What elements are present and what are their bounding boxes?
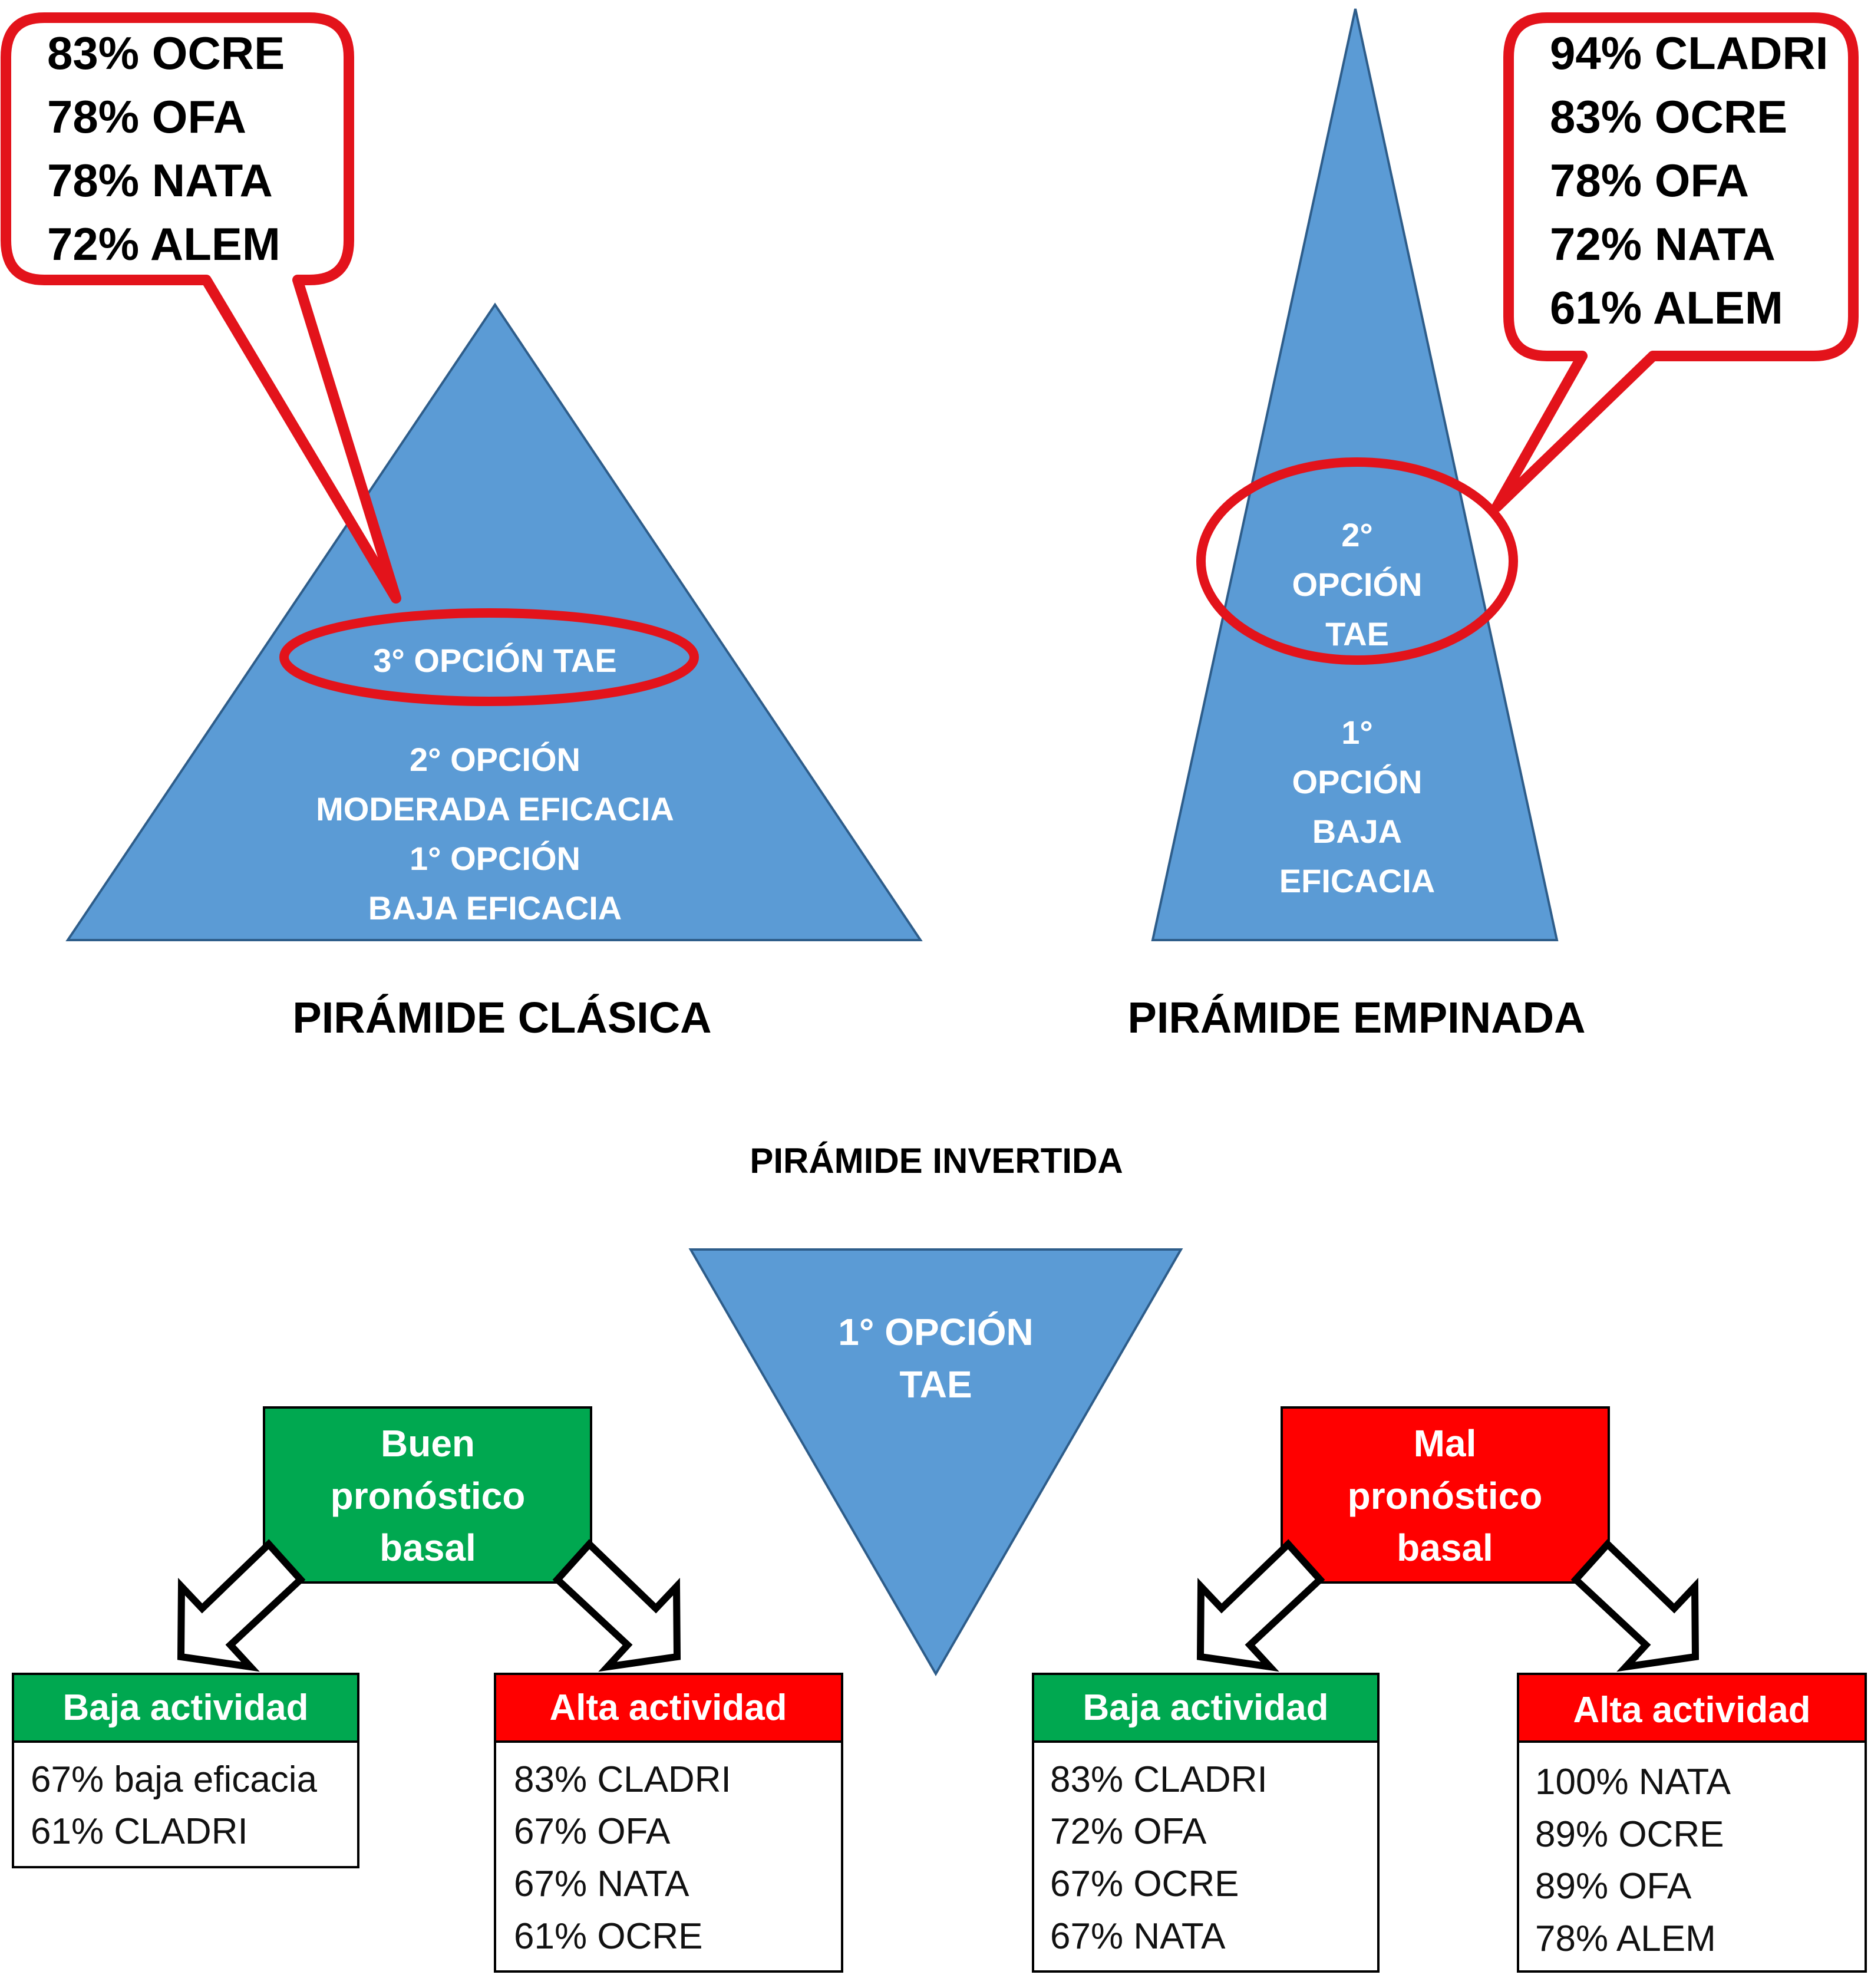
classic-level-4: BAJA EFICACIA bbox=[368, 889, 622, 927]
steep-callout bbox=[1491, 12, 1859, 512]
steep-highlight-ellipse bbox=[1196, 457, 1518, 665]
classic-pyramid bbox=[65, 302, 923, 941]
classic-callout-line-4: 72% ALEM bbox=[47, 218, 281, 270]
table-bad-high: Alta actividad 100% NATA 89% OCRE 89% OF… bbox=[1517, 1673, 1867, 1973]
table-item: 100% NATA bbox=[1535, 1762, 1731, 1802]
steep-level-4: EFICACIA bbox=[1279, 862, 1435, 899]
table-item: 83% CLADRI bbox=[514, 1759, 731, 1800]
steep-title: PIRÁMIDE EMPINADA bbox=[1127, 993, 1585, 1042]
classic-title: PIRÁMIDE CLÁSICA bbox=[292, 993, 711, 1042]
table-header: Alta actividad bbox=[1573, 1690, 1810, 1730]
steep-highlight-line-2: OPCIÓN bbox=[1292, 566, 1423, 603]
table-header: Baja actividad bbox=[1083, 1687, 1329, 1728]
good-prognosis-box bbox=[263, 1406, 592, 1584]
table-item: 72% OFA bbox=[1050, 1811, 1207, 1852]
table-item: 83% CLADRI bbox=[1050, 1759, 1268, 1800]
steep-level-2: OPCIÓN bbox=[1292, 763, 1423, 800]
steep-callout-line-4: 72% NATA bbox=[1550, 218, 1776, 270]
good-prognosis-line-2: pronóstico bbox=[331, 1475, 526, 1517]
table-header: Baja actividad bbox=[63, 1687, 309, 1728]
classic-level-1: 2° OPCIÓN bbox=[410, 741, 580, 778]
steep-level-3: BAJA bbox=[1312, 813, 1402, 850]
good-prognosis-line-3: basal bbox=[380, 1527, 476, 1569]
classic-callout-line-2: 78% OFA bbox=[47, 91, 246, 143]
classic-pyramid-group: 83% OCRE 78% OFA 78% NATA 72% ALEM 3° OP… bbox=[1, 12, 923, 1042]
bad-prognosis-box bbox=[1281, 1406, 1610, 1584]
arrow-bad-to-low-icon bbox=[1196, 1539, 1325, 1672]
steep-pyramid bbox=[1151, 8, 1559, 941]
steep-callout-line-5: 61% ALEM bbox=[1550, 282, 1783, 334]
table-item: 89% OCRE bbox=[1535, 1814, 1724, 1855]
inverted-pyramid-group: PIRÁMIDE INVERTIDA 1° OPCIÓN TAE Buen pr… bbox=[12, 1141, 1867, 1973]
table-header: Alta actividad bbox=[549, 1687, 787, 1728]
steep-level-1: 1° bbox=[1341, 714, 1373, 751]
classic-level-3: 1° OPCIÓN bbox=[410, 840, 580, 877]
steep-callout-line-3: 78% OFA bbox=[1550, 154, 1749, 206]
bad-prognosis-line-1: Mal bbox=[1414, 1422, 1477, 1465]
classic-callout-line-1: 83% OCRE bbox=[47, 27, 285, 79]
table-good-low: Baja actividad 67% baja eficacia 61% CLA… bbox=[12, 1673, 359, 1868]
steep-highlight-line-3: TAE bbox=[1325, 615, 1389, 652]
table-item: 61% CLADRI bbox=[31, 1811, 248, 1852]
arrows bbox=[177, 1539, 1700, 1672]
table-item: 67% NATA bbox=[1050, 1916, 1226, 1957]
inverted-title: PIRÁMIDE INVERTIDA bbox=[750, 1141, 1123, 1181]
inverted-label-line-2: TAE bbox=[899, 1363, 972, 1406]
inverted-label-line-1: 1° OPCIÓN bbox=[838, 1311, 1033, 1353]
good-prognosis-line-1: Buen bbox=[381, 1422, 475, 1465]
table-item: 78% ALEM bbox=[1535, 1918, 1716, 1959]
classic-highlight-ellipse bbox=[279, 608, 699, 706]
bad-prognosis-line-2: pronóstico bbox=[1348, 1475, 1543, 1517]
bad-prognosis-line-3: basal bbox=[1397, 1527, 1493, 1569]
table-item: 67% baja eficacia bbox=[31, 1759, 317, 1800]
table-item: 61% OCRE bbox=[514, 1916, 702, 1957]
steep-callout-line-1: 94% CLADRI bbox=[1550, 27, 1828, 79]
table-item: 89% OFA bbox=[1535, 1866, 1692, 1907]
classic-callout-line-3: 78% NATA bbox=[47, 154, 273, 206]
table-good-high: Alta actividad 83% CLADRI 67% OFA 67% NA… bbox=[494, 1673, 843, 1973]
inverted-pyramid bbox=[688, 1248, 1183, 1676]
table-bad-low: Baja actividad 83% CLADRI 72% OFA 67% OC… bbox=[1032, 1673, 1380, 1973]
table-item: 67% OFA bbox=[514, 1811, 671, 1852]
classic-level-2: MODERADA EFICACIA bbox=[316, 790, 674, 827]
steep-highlight-line-1: 2° bbox=[1341, 516, 1373, 553]
classic-highlight-label: 3° OPCIÓN TAE bbox=[373, 642, 616, 679]
table-item: 67% NATA bbox=[514, 1864, 689, 1904]
steep-callout-line-2: 83% OCRE bbox=[1550, 91, 1787, 143]
table-item: 67% OCRE bbox=[1050, 1864, 1239, 1904]
arrow-good-to-low-icon bbox=[177, 1539, 306, 1672]
arrow-bad-to-high-icon bbox=[1570, 1539, 1700, 1672]
steep-pyramid-group: 94% CLADRI 83% OCRE 78% OFA 72% NATA 61%… bbox=[1127, 8, 1859, 1042]
arrow-good-to-high-icon bbox=[552, 1539, 681, 1672]
classic-callout bbox=[1, 12, 401, 604]
